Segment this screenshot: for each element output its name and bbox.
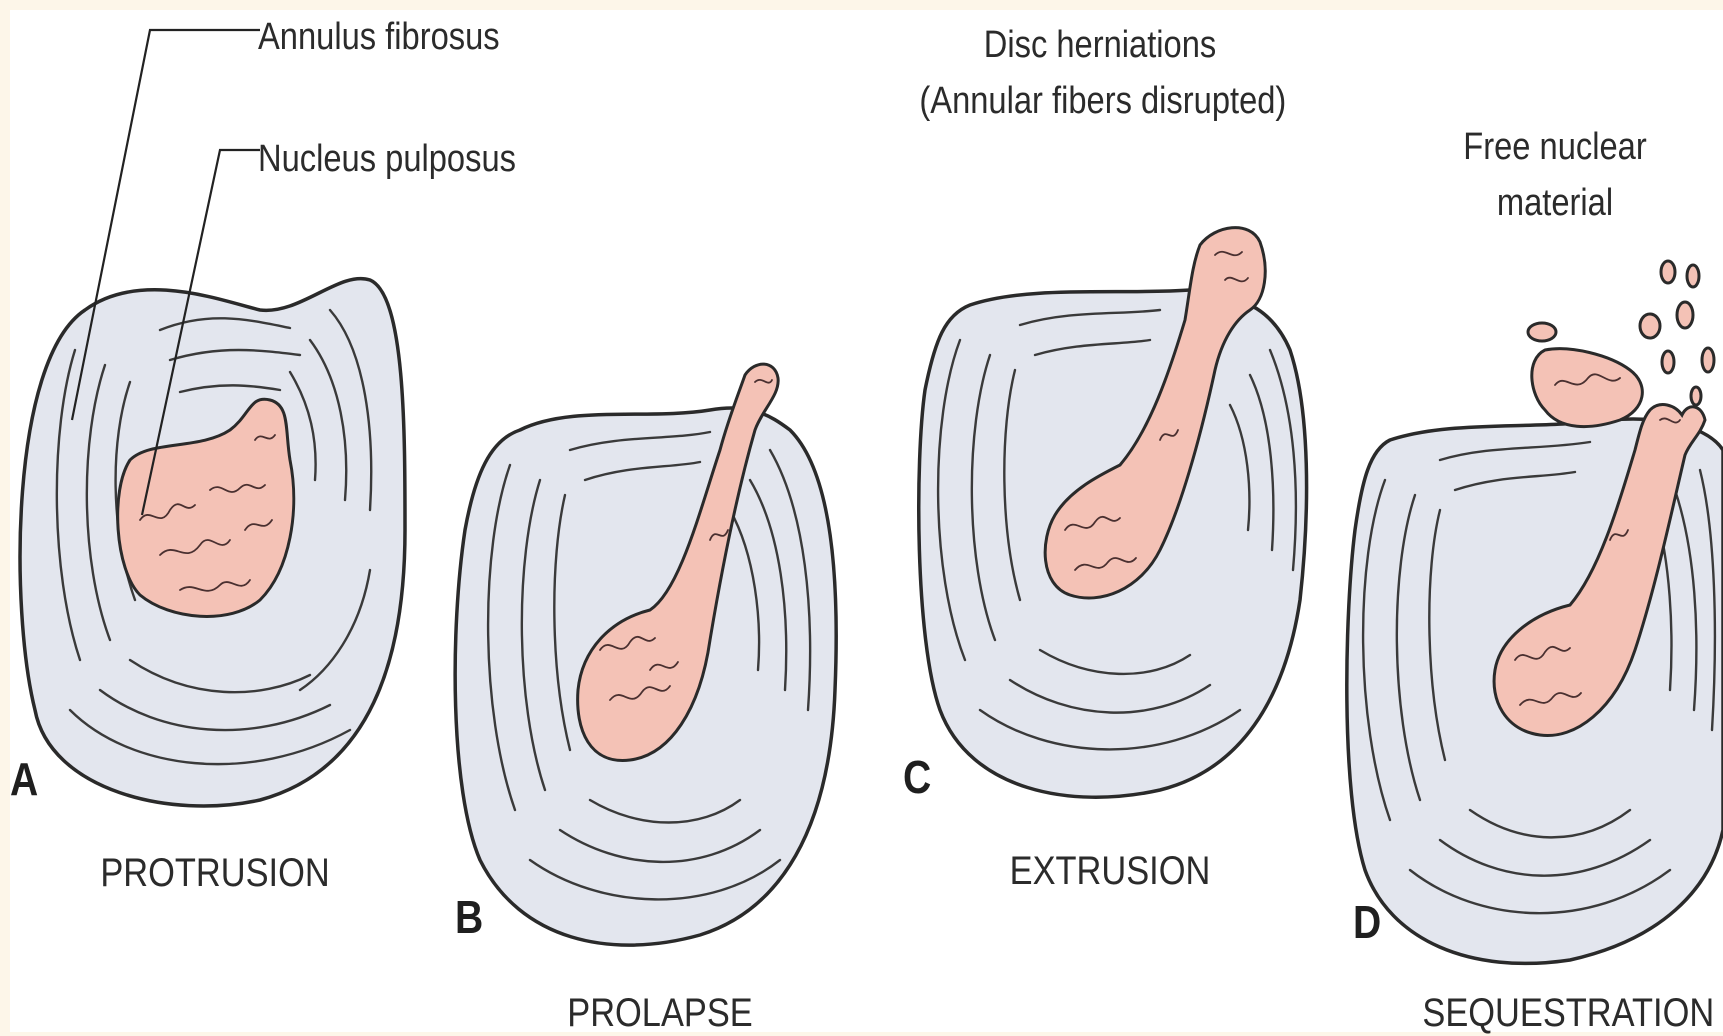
free-fragment-5: [1677, 302, 1693, 328]
disc-herniations-heading: Disc herniations (Annular fibers disrupt…: [890, 24, 1310, 123]
stage-label-extrusion: EXTRUSION: [981, 848, 1239, 894]
figure-frame: Annulus fibrosus Nucleus pulposus Disc h…: [10, 10, 1723, 1032]
free-fragment-1: [1528, 323, 1556, 341]
stage-label-prolapse: PROLAPSE: [531, 990, 789, 1036]
free-fragment-6: [1662, 351, 1674, 373]
free-fragment-2: [1661, 261, 1675, 283]
panel-d-disc: [1347, 405, 1723, 964]
panel-a-disc: [20, 279, 405, 806]
free-nuclear-label: Free nuclear: [1430, 126, 1679, 170]
free-nuclear-material-heading: Free nuclear material: [1410, 126, 1700, 225]
panel-letter-a: A: [10, 752, 38, 806]
panel-letter-b: B: [455, 890, 483, 944]
disc-herniations-label: Disc herniations: [919, 24, 1280, 68]
stage-label-protrusion: PROTRUSION: [90, 850, 339, 896]
panel-letter-d: D: [1353, 895, 1381, 949]
free-nuclear-fragments: [1528, 261, 1714, 427]
annular-fibers-disrupted-label: (Annular fibers disrupted): [919, 80, 1280, 124]
stage-label-a-wrap: PROTRUSION: [70, 850, 360, 896]
stage-label-b-wrap: PROLAPSE: [510, 990, 810, 1036]
panel-letter-c: C: [903, 750, 931, 804]
nucleus-pulposus-label: Nucleus pulposus: [258, 138, 516, 182]
stage-label-d-wrap: SEQUESTRATION: [1400, 990, 1720, 1036]
stage-label-c-wrap: EXTRUSION: [960, 848, 1260, 894]
stage-label-sequestration: SEQUESTRATION: [1422, 990, 1697, 1036]
panel-b-disc: [455, 364, 836, 945]
free-fragment-7: [1702, 348, 1714, 372]
free-fragment-4: [1640, 314, 1660, 338]
free-fragment-8: [1691, 387, 1701, 405]
annulus-fibrosus-label: Annulus fibrosus: [258, 16, 500, 60]
panel-c-disc: [919, 228, 1307, 798]
free-fragment-3: [1687, 265, 1699, 287]
material-label: material: [1430, 182, 1679, 226]
free-fragment-large: [1532, 349, 1643, 427]
